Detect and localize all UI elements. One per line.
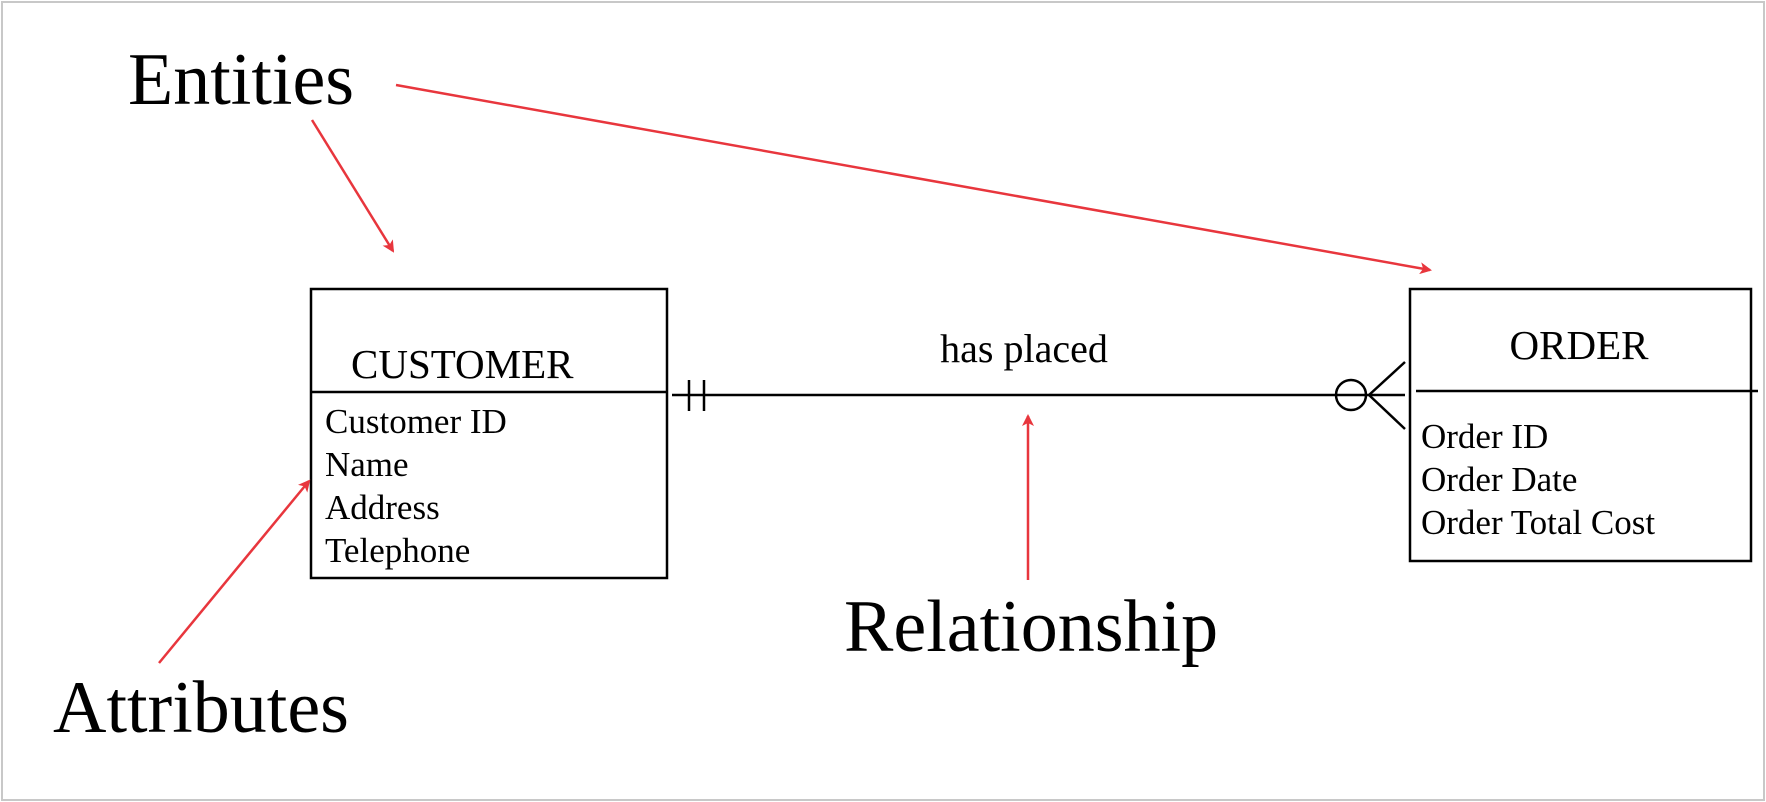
customer-attribute: Customer ID xyxy=(325,402,507,441)
relationship-label: has placed xyxy=(940,326,1108,371)
has-placed-relationship[interactable]: has placed xyxy=(672,326,1406,430)
zero-circle xyxy=(1334,378,1368,412)
customer-entity[interactable]: CUSTOMER Customer ID Name Address Teleph… xyxy=(309,287,669,580)
order-entity-box xyxy=(1408,287,1753,563)
attributes-callout: Attributes xyxy=(53,667,349,749)
order-attribute: Order Total Cost xyxy=(1421,503,1655,542)
crow-foot-lower xyxy=(1368,394,1406,430)
entities-to-customer-arrow xyxy=(310,119,395,253)
relationship-callout: Relationship xyxy=(844,586,1218,668)
attributes-arrow xyxy=(158,479,311,664)
customer-entity-name: CUSTOMER xyxy=(351,341,574,387)
order-attribute: Order ID xyxy=(1421,417,1548,456)
customer-attribute: Telephone xyxy=(325,531,470,570)
order-entity[interactable]: ORDER Order ID Order Date Order Total Co… xyxy=(1408,287,1758,563)
crow-foot-upper xyxy=(1368,361,1406,396)
customer-entity-box xyxy=(309,287,669,580)
customer-attribute: Address xyxy=(325,488,440,527)
customer-attribute: Name xyxy=(325,445,409,484)
order-attribute: Order Date xyxy=(1421,460,1577,499)
entities-to-order-arrow xyxy=(395,83,1432,275)
order-entity-name: ORDER xyxy=(1510,322,1650,368)
entities-callout: Entities xyxy=(128,39,354,121)
